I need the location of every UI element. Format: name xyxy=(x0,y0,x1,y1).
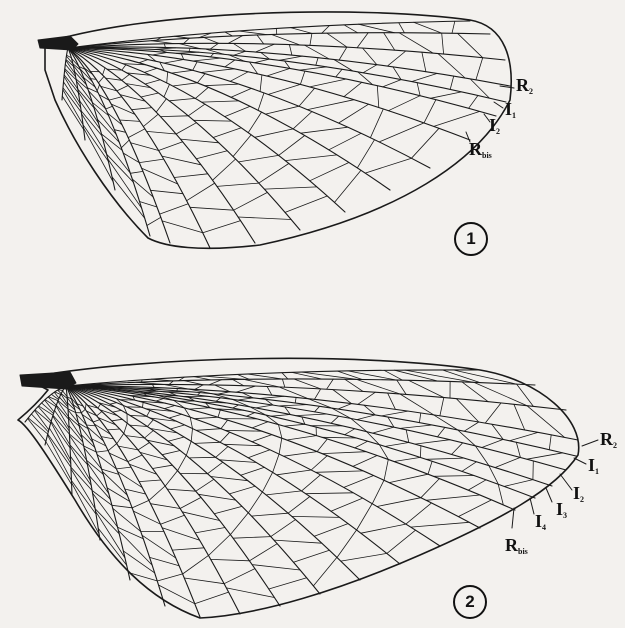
wing-2-vein-11 xyxy=(66,386,440,546)
wing-2-crossvein-row-9 xyxy=(128,395,491,516)
label-rbis-wing-2: Rbis xyxy=(505,536,528,556)
wing-2-pointer-lines xyxy=(512,440,598,528)
wing-2-crossvein-row-21 xyxy=(46,391,72,485)
wing-2-crossvein-row-15 xyxy=(98,404,274,598)
wing-2-vein-14 xyxy=(66,386,320,594)
wing-2-vein-17 xyxy=(66,386,200,617)
wing-2-crossvein-row-6 xyxy=(144,391,533,479)
wing-1-vein-13 xyxy=(68,48,210,248)
figure-number-2: 2 xyxy=(453,585,487,619)
wing-2-crossvein-row-4 xyxy=(143,388,552,450)
label-i3-wing-2: I3 xyxy=(556,500,567,520)
wing-1-vein-3 xyxy=(68,43,505,60)
wing-2-crossvein-row-22 xyxy=(28,390,63,442)
wing-1-vein-6 xyxy=(68,48,496,116)
label-r2-wing-1: R2 xyxy=(516,76,533,96)
wing-2-vein-8 xyxy=(66,386,535,498)
wing-1-vein-15 xyxy=(68,48,150,236)
wing-1-crossvein-row-5 xyxy=(160,50,478,109)
label-r2-wing-2: R2 xyxy=(600,430,617,450)
wing-2-crossvein-row-10 xyxy=(133,396,469,527)
wing-2-crossvein-row-14 xyxy=(98,403,307,590)
label-i2-wing-1: I2 xyxy=(489,116,500,136)
label-i4-wing-2: I4 xyxy=(535,512,546,532)
label-i1-wing-2: I1 xyxy=(588,456,599,476)
wing-1-longitudinal-veins xyxy=(62,21,510,248)
wing-2-crossvein-row-8 xyxy=(144,394,504,505)
wing-1-venation xyxy=(38,12,514,248)
label-i2-wing-2: I2 xyxy=(573,484,584,504)
wing-1-base xyxy=(38,36,78,50)
wing-1-crossvein-row-9 xyxy=(123,64,361,203)
wing-2-crossvein-row-12 xyxy=(116,399,387,562)
wing-2-venation xyxy=(18,358,598,618)
label-i1-wing-1: I1 xyxy=(505,100,516,120)
figure-number-1: 1 xyxy=(454,222,488,256)
wing-2-base xyxy=(20,372,76,389)
wing-2-longitudinal-veins xyxy=(25,370,578,617)
label-rbis-wing-1: Rbis xyxy=(469,140,492,160)
wing-2-crossvein-row-19 xyxy=(71,398,127,565)
